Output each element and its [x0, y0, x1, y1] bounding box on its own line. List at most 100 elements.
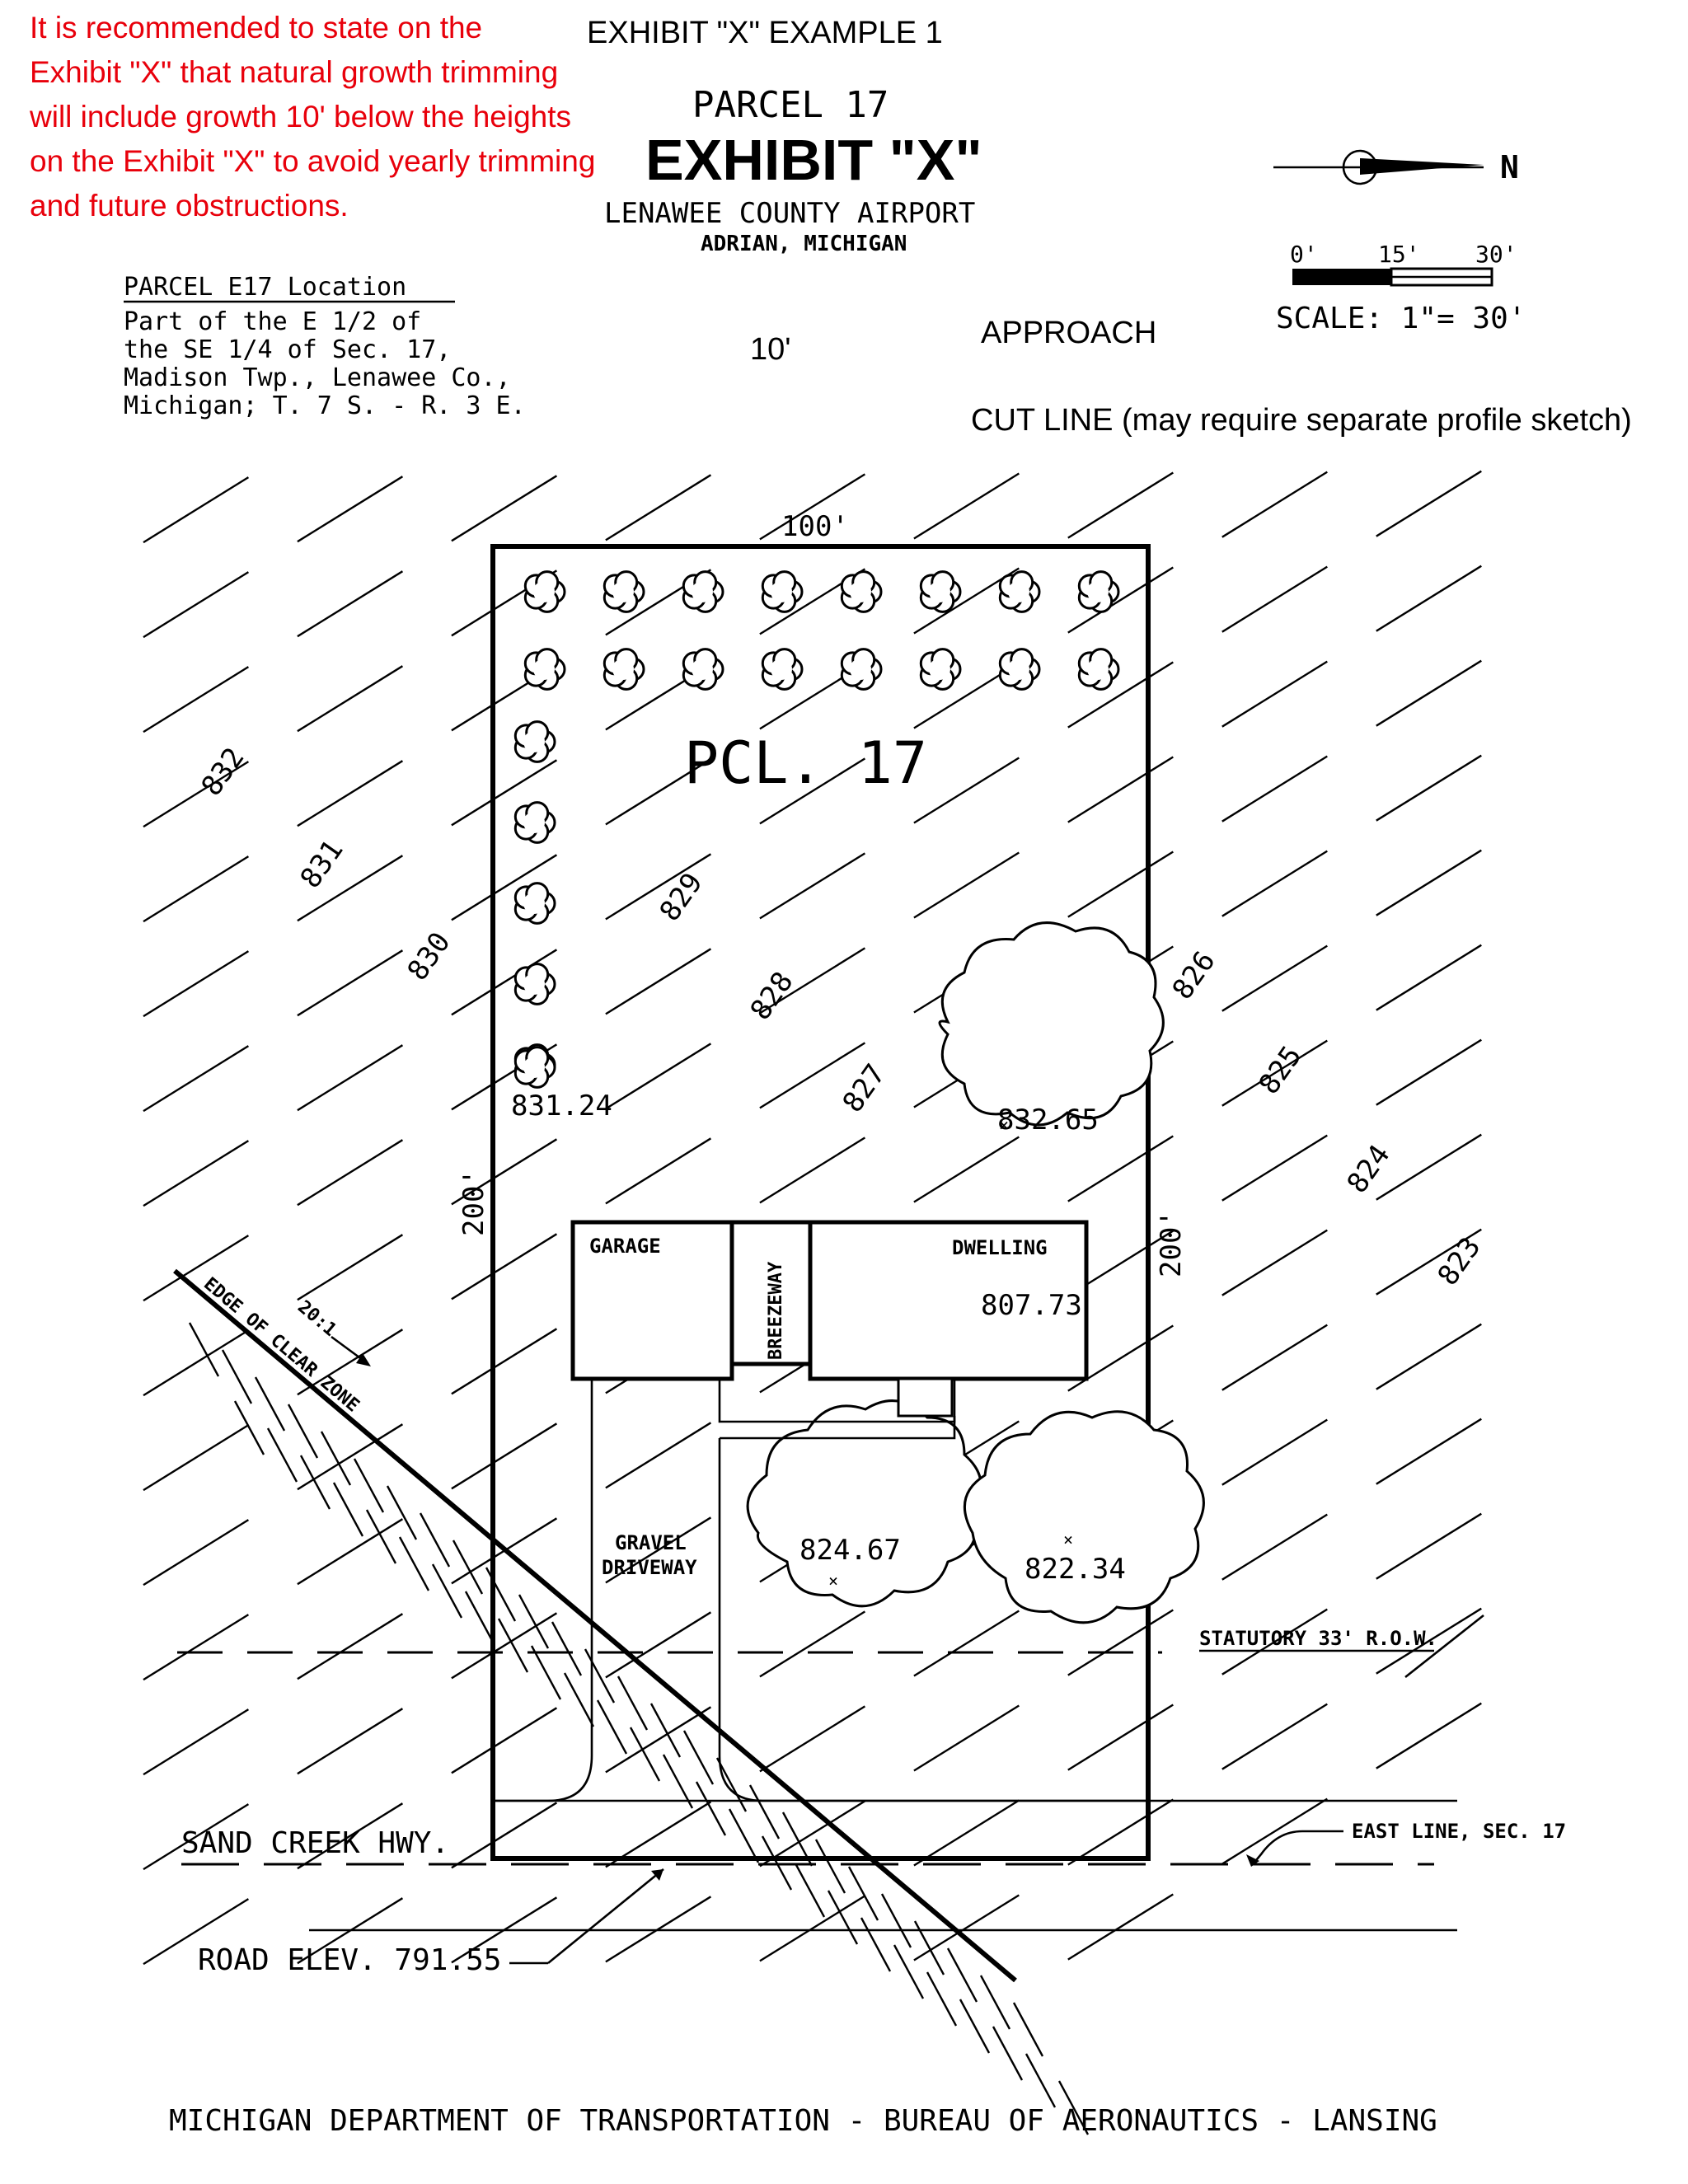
clear-zone-stroke — [649, 1703, 682, 1758]
location-line: Madison Twp., Lenawee Co., — [124, 363, 511, 392]
parcel-boundary — [490, 544, 1151, 1861]
east-line-arrowhead — [1246, 1854, 1259, 1867]
tree-symbol — [682, 570, 724, 613]
clear-zone-stroke — [518, 1594, 550, 1649]
contour-segment — [1067, 1893, 1174, 1961]
contour-segment — [451, 1328, 558, 1395]
contour-segment — [143, 1424, 250, 1492]
contour-segment — [913, 1894, 1020, 1961]
contour-segment — [605, 1422, 712, 1489]
clear-zone-stroke — [563, 1672, 595, 1727]
exhibit-heading: EXHIBIT "X" — [645, 128, 982, 192]
contour-segment — [913, 472, 1020, 540]
contour-segment — [1376, 1607, 1482, 1675]
contour-segment — [143, 1235, 250, 1302]
location-line: Michigan; T. 7 S. - R. 3 E. — [124, 391, 526, 420]
contour-segment — [913, 851, 1020, 919]
contour-segment — [759, 1895, 866, 1962]
clear-zone-stroke — [827, 1890, 859, 1945]
clear-zone-stroke — [662, 1754, 694, 1809]
east-line-leader — [1252, 1830, 1343, 1865]
walkway-south — [720, 1416, 956, 1440]
road-elevation: ROAD ELEV. 791.55 — [198, 1943, 501, 1977]
contour-segment — [297, 570, 404, 638]
tree-symbol — [603, 648, 645, 691]
clear-zone-stroke — [946, 1947, 978, 2003]
contour-segment — [1376, 1418, 1482, 1485]
contour-segment — [1376, 754, 1482, 822]
clear-zone-stroke — [299, 1455, 331, 1510]
contour-segment — [605, 1516, 712, 1584]
contour-segment — [297, 1329, 404, 1396]
contour-segment — [451, 475, 558, 542]
contour-segment — [297, 476, 404, 543]
contour-segment — [1221, 1324, 1328, 1391]
contour-segment — [605, 1043, 712, 1110]
north-arrow: N — [1273, 149, 1519, 185]
svg-text:×: × — [828, 1571, 838, 1591]
note-line: will include growth 10' below the height… — [29, 100, 571, 134]
clear-zone-stroke — [233, 1400, 265, 1455]
clear-zone-stroke — [617, 1675, 649, 1731]
clear-zone-stroke — [860, 1917, 892, 1972]
contour-segment — [143, 571, 250, 639]
contour-segment — [1376, 1133, 1482, 1201]
contour-segment — [143, 1708, 250, 1776]
note-line: on the Exhibit "X" to avoid yearly trimm… — [30, 144, 595, 178]
clear-zone-stroke — [221, 1349, 253, 1404]
contour-segment — [143, 1803, 250, 1871]
scale-bar: 0' 15' 30' SCALE: 1"= 30' — [1276, 241, 1526, 335]
row-label-tick — [1404, 1614, 1484, 1679]
contour-segment — [1067, 471, 1174, 539]
road-name: SAND CREEK HWY. — [181, 1826, 449, 1860]
tree-se: × — [963, 1410, 1205, 1624]
contour-segment — [143, 1140, 250, 1207]
contour-segment — [1376, 849, 1482, 916]
contour-segment — [1376, 1702, 1482, 1769]
elevation-tree-row: 831.24 — [511, 1090, 612, 1122]
porch-step — [897, 1377, 954, 1418]
clear-zone-stroke — [254, 1376, 286, 1432]
contour-segment — [451, 1612, 558, 1680]
clear-zone-stroke — [847, 1866, 879, 1921]
east-line-label: EAST LINE, SEC. 17 — [1352, 1820, 1566, 1843]
contour-segment — [1067, 756, 1174, 823]
clear-zone-stroke — [794, 1863, 826, 1918]
location-title: PARCEL E17 Location — [124, 273, 406, 302]
road-elev-leader — [547, 1868, 664, 1965]
clear-zone-stroke — [584, 1648, 616, 1704]
clear-zone-stroke — [1012, 2002, 1044, 2057]
contour-segment — [297, 1234, 404, 1301]
contour-segment — [1376, 659, 1482, 727]
tree-symbol — [603, 570, 645, 613]
contour-segment — [297, 949, 404, 1017]
clear-zone-stroke — [629, 1727, 661, 1782]
contour-segment — [1067, 1798, 1174, 1866]
clear-zone-stroke — [959, 1999, 991, 2054]
contour-segment — [297, 1518, 404, 1586]
clear-zone-stroke — [266, 1427, 298, 1483]
contour-segment — [1376, 1323, 1482, 1390]
clear-zone-stroke — [431, 1563, 463, 1619]
clear-zone-stroke — [365, 1509, 397, 1564]
contour-segment — [1221, 660, 1328, 728]
elevation-tree-se: 822.34 — [1025, 1553, 1126, 1586]
dwelling-outline — [808, 1220, 1089, 1381]
tree-symbol — [513, 801, 556, 844]
clear-zone-stroke — [715, 1757, 748, 1812]
contour-segment — [1067, 661, 1174, 729]
contour-segment — [143, 950, 250, 1018]
contour-segment — [1221, 1608, 1328, 1675]
contour-segment — [1376, 1038, 1482, 1106]
contour-segment — [1221, 755, 1328, 823]
contour-segment — [759, 757, 866, 825]
contour-segment — [143, 1329, 250, 1397]
contour-segment — [605, 853, 712, 921]
contour-segment — [143, 1045, 250, 1113]
contour-segment — [605, 474, 712, 541]
contour-segment — [913, 1136, 1020, 1203]
tree-symbol — [1077, 648, 1120, 691]
contour-segment — [913, 757, 1020, 824]
scale-text: SCALE: 1"= 30' — [1276, 302, 1526, 335]
clear-zone-stroke — [419, 1512, 451, 1568]
